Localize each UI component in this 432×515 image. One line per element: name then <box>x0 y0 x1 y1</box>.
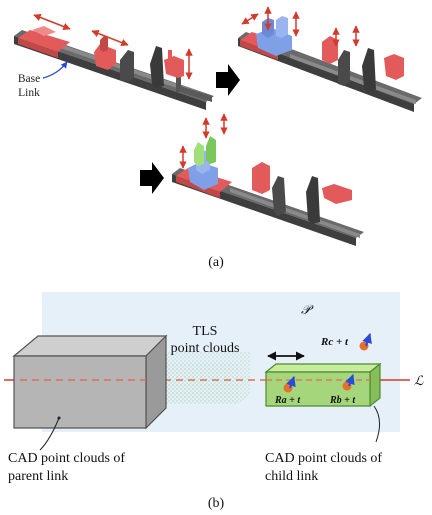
point-c-label: Rc + t <box>320 336 349 348</box>
base-link-label-line2: Link <box>18 87 40 99</box>
panel-a: Base Link <box>14 7 422 270</box>
caption-a: (a) <box>208 255 224 270</box>
caption-b: (b) <box>208 496 225 511</box>
robot-model-step-2 <box>238 7 422 112</box>
right-arrow-icon <box>140 162 164 194</box>
tls-label-line1: TLS <box>193 324 218 339</box>
right-arrow-icon <box>216 64 240 96</box>
base-link-label-line1: Base <box>18 73 40 85</box>
parent-label-line2: parent link <box>8 469 68 484</box>
point-b-label: Rb + t <box>329 395 356 406</box>
parent-link-box <box>14 336 166 428</box>
parent-label-line1: CAD point clouds of <box>8 451 125 466</box>
child-label-line1: CAD point clouds of <box>265 451 382 466</box>
line-symbol: ℒ <box>414 373 424 388</box>
tls-label-line2: point clouds <box>171 341 240 356</box>
child-label-line2: child link <box>265 469 318 484</box>
point-a-label: Ra + t <box>274 395 301 406</box>
robot-model-step-1: Base Link <box>14 15 214 110</box>
panel-b: 𝒫 ℒ TLS point clouds CAD point clouds of… <box>4 292 424 511</box>
robot-model-step-3 <box>172 114 364 246</box>
